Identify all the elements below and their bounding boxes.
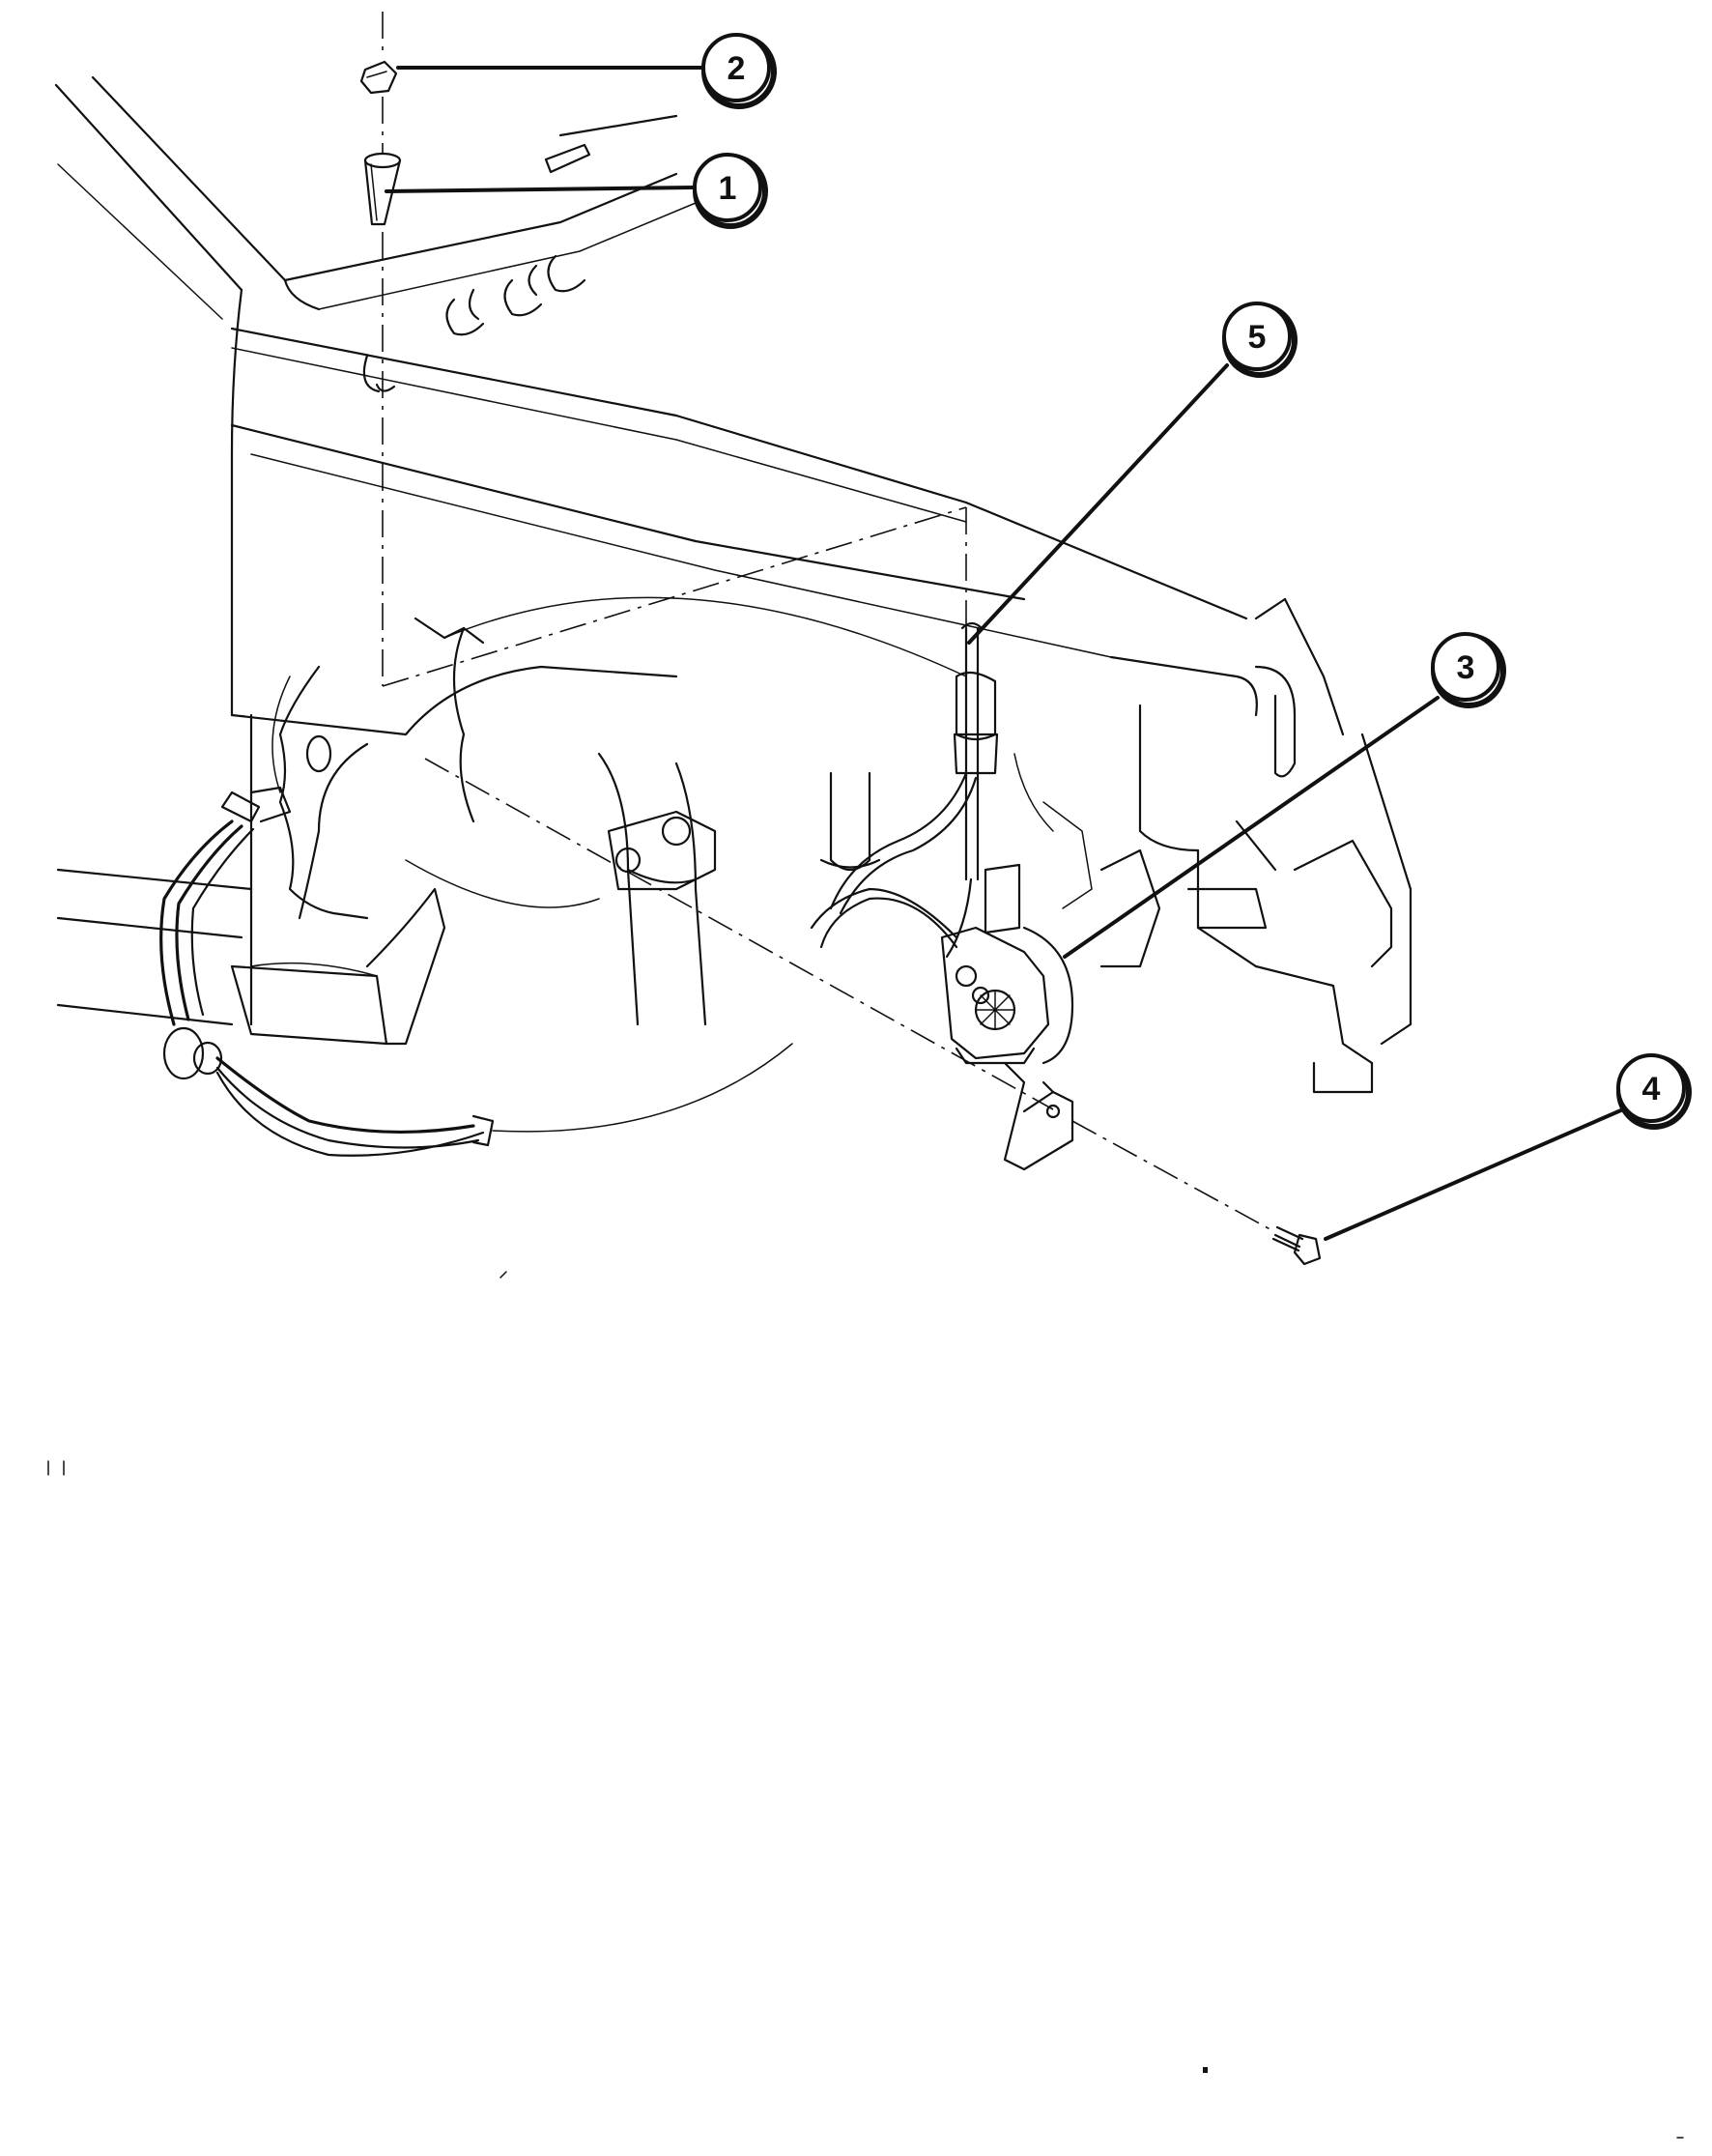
antenna-cap-nut: [359, 60, 398, 95]
callout-3-label: 3: [1457, 649, 1475, 686]
callout-3: 3: [1431, 632, 1506, 708]
callout-5: 5: [1222, 302, 1298, 378]
cowl-vents: [445, 254, 586, 336]
alignment-centerlines: [305, 12, 1276, 1233]
callout-1: 1: [693, 153, 768, 229]
callout-2: 2: [701, 33, 777, 109]
antenna-cable-harness: [159, 786, 793, 1157]
callout-1-label: 1: [719, 170, 737, 207]
antenna-adapter-bezel: [363, 152, 402, 226]
vehicle-body-illustration: [54, 75, 1412, 1094]
mounting-screw: [1271, 1225, 1322, 1266]
callout-5-label: 5: [1248, 319, 1267, 356]
callout-2-label: 2: [728, 50, 746, 87]
callout-4-label: 4: [1642, 1071, 1661, 1107]
scan-artifacts: [47, 1271, 1684, 2139]
callout-4: 4: [1616, 1053, 1692, 1130]
power-antenna-motor-assembly: [810, 771, 1074, 1171]
callout-leaders: [385, 66, 1625, 1241]
